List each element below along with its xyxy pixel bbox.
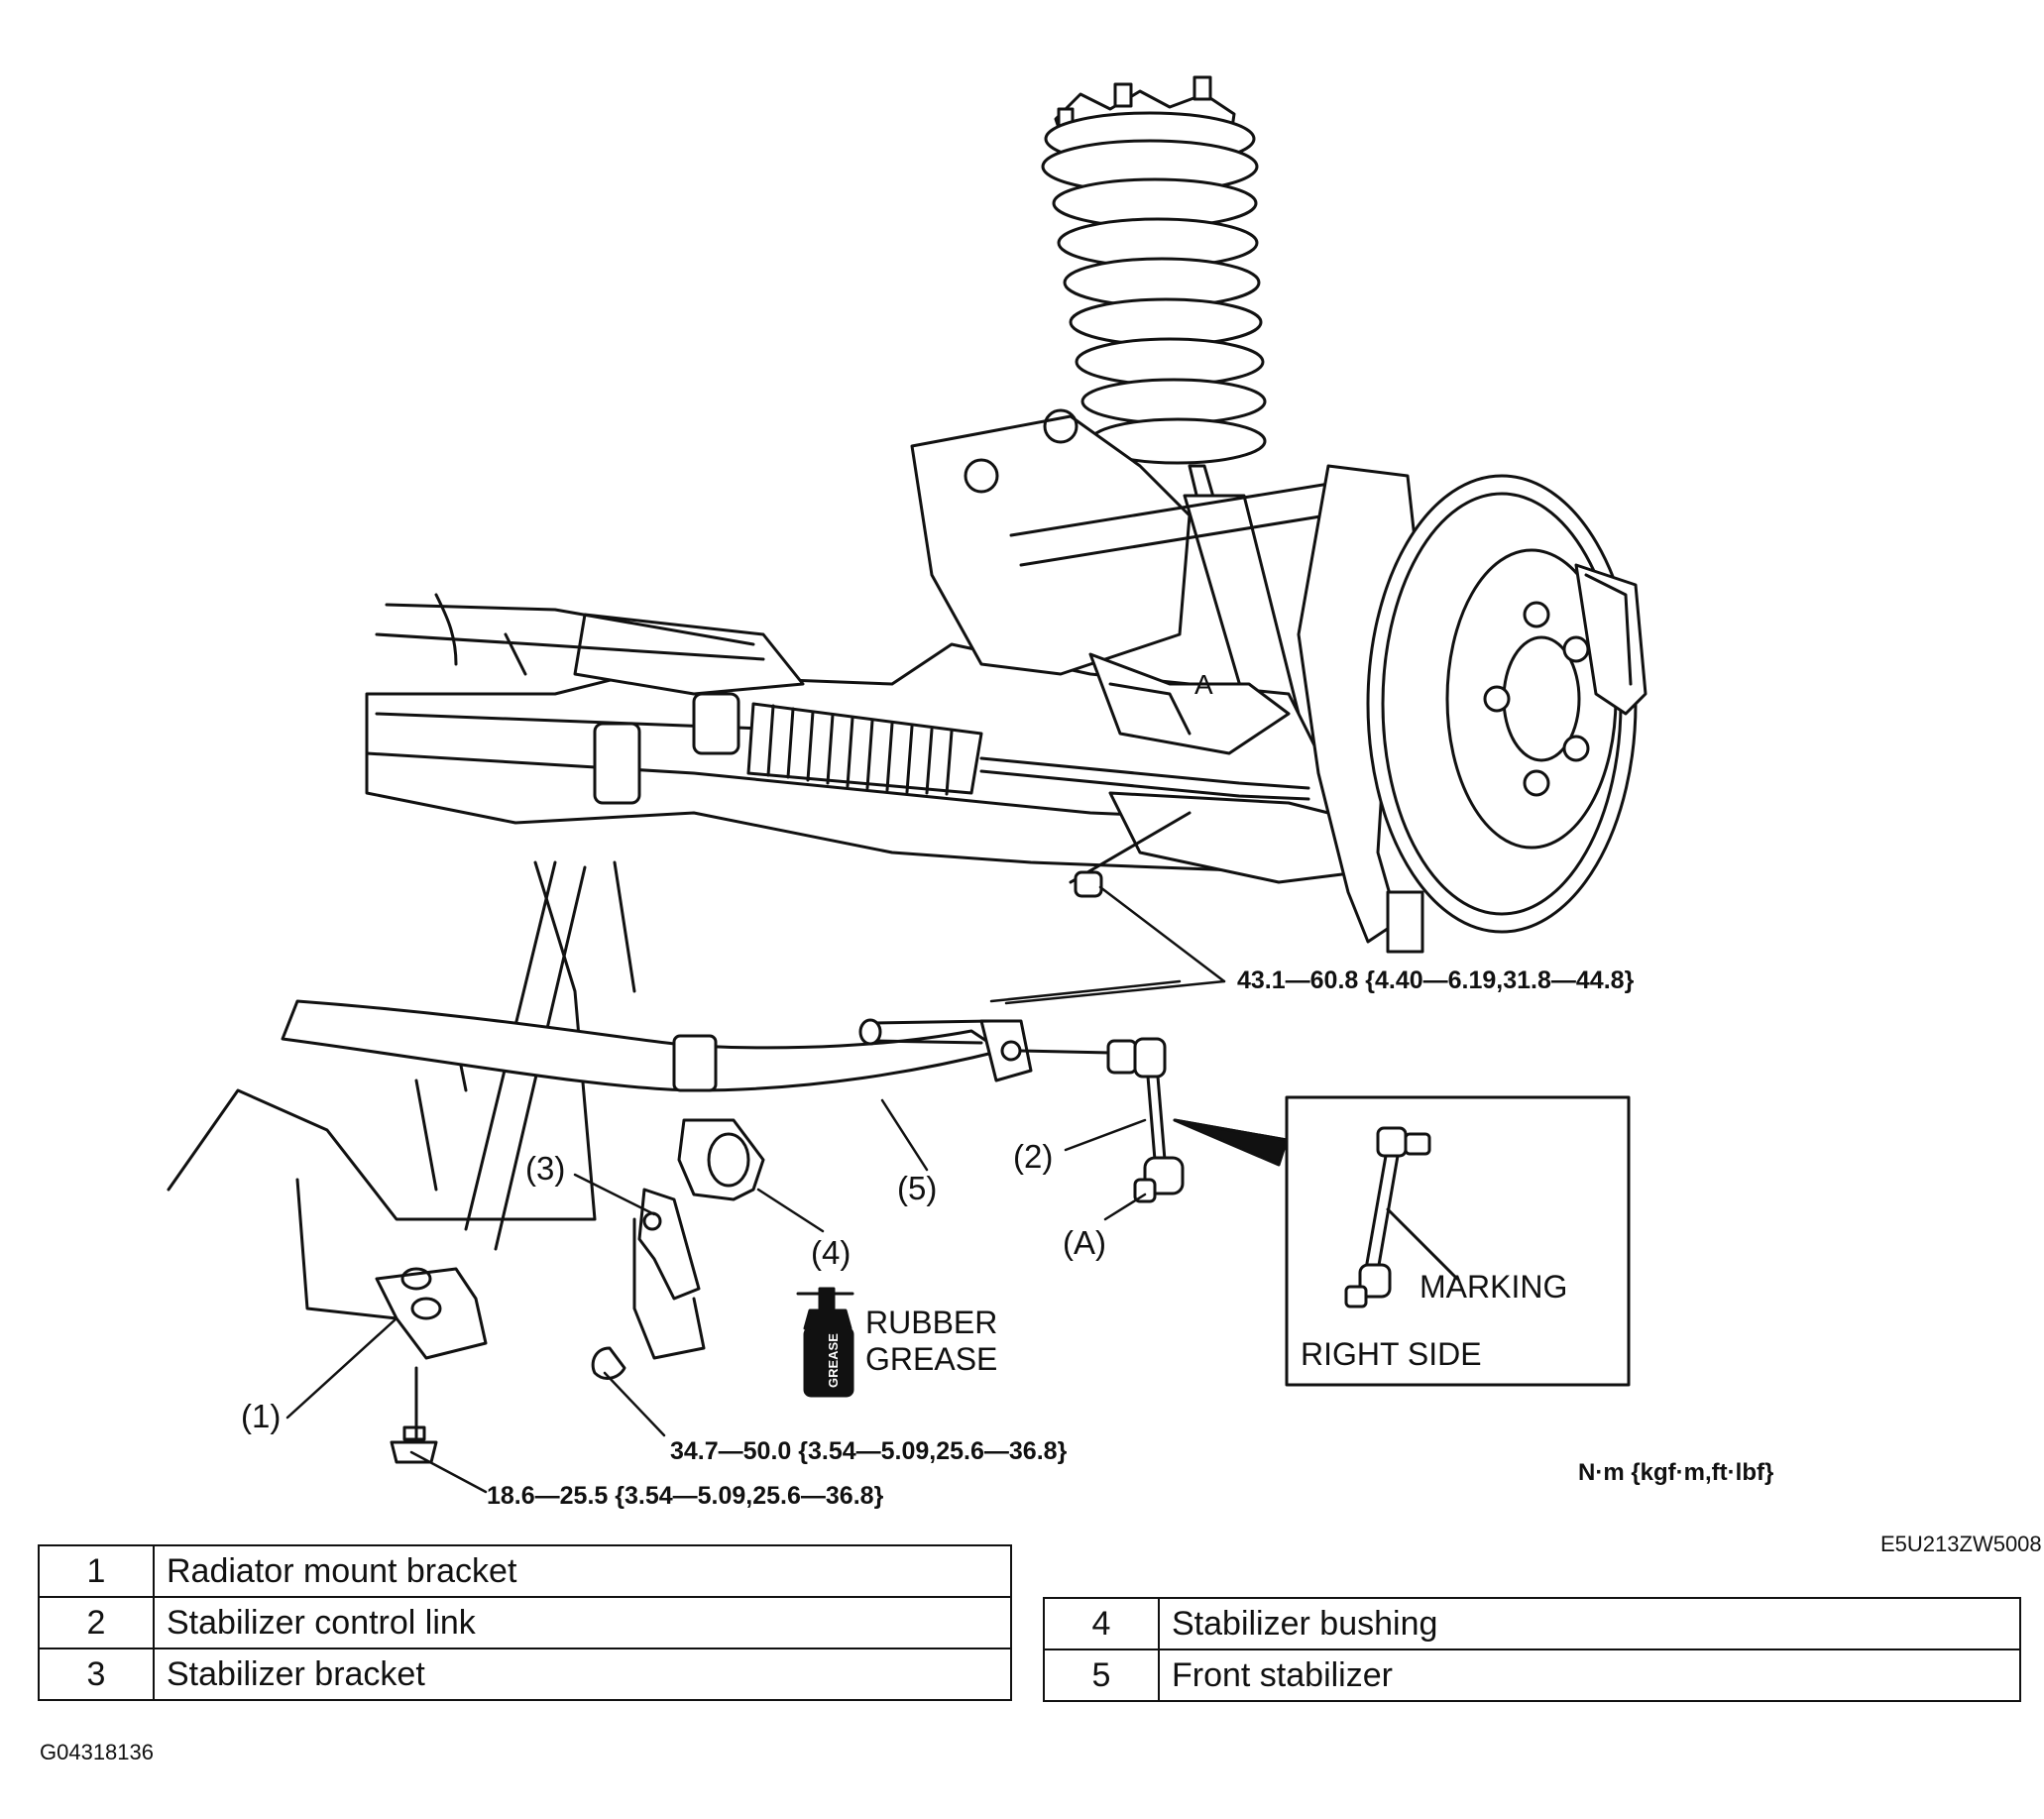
radiator-mount-bracket bbox=[375, 1267, 488, 1464]
callout-a-knuckle: A bbox=[1194, 669, 1213, 700]
part-number: 1 bbox=[38, 1544, 155, 1598]
part-name: Front stabilizer bbox=[1158, 1648, 2021, 1702]
leader-lines bbox=[285, 885, 1226, 1494]
callout-2: (2) bbox=[1013, 1138, 1054, 1175]
stabilizer-control-link bbox=[1019, 1037, 1185, 1203]
parts-table-left: 1 Radiator mount bracket 2 Stabilizer co… bbox=[38, 1544, 1012, 1701]
callout-a-link: (A) bbox=[1063, 1224, 1106, 1261]
torque-link-nut: 43.1—60.8 {4.40—6.19,31.8—44.8} bbox=[1237, 966, 1635, 994]
grease-can-icon: GREASE bbox=[796, 1287, 854, 1398]
front-stabilizer-bar bbox=[281, 999, 1033, 1092]
torque-units: N·m {kgf·m,ft·lbf} bbox=[1578, 1459, 1774, 1486]
right-side-inset bbox=[1173, 1095, 1631, 1387]
rubber-grease-line2: GREASE bbox=[865, 1341, 998, 1377]
table-row: 5 Front stabilizer bbox=[1043, 1648, 2021, 1702]
part-number: 5 bbox=[1043, 1648, 1160, 1702]
callout-3: (3) bbox=[525, 1150, 566, 1187]
grease-can-label: GREASE bbox=[826, 1333, 841, 1388]
link-upper-nut bbox=[1069, 811, 1192, 898]
inset-marking-label: MARKING bbox=[1419, 1269, 1568, 1305]
callout-1: (1) bbox=[241, 1398, 282, 1434]
part-name: Radiator mount bracket bbox=[153, 1544, 1012, 1598]
frame-legs bbox=[167, 860, 636, 1320]
inset-right-side-label: RIGHT SIDE bbox=[1301, 1336, 1482, 1372]
part-name: Stabilizer bushing bbox=[1158, 1597, 2021, 1650]
part-number: 4 bbox=[1043, 1597, 1160, 1650]
part-name: Stabilizer control link bbox=[153, 1596, 1012, 1649]
stabilizer-bushing-bracket bbox=[591, 1118, 765, 1380]
rubber-grease-line1: RUBBER bbox=[865, 1305, 998, 1340]
callout-5: (5) bbox=[897, 1170, 938, 1206]
part-number: 2 bbox=[38, 1596, 155, 1649]
table-row: 2 Stabilizer control link bbox=[38, 1596, 1012, 1649]
table-row: 4 Stabilizer bushing bbox=[1043, 1597, 2021, 1650]
callout-4: (4) bbox=[811, 1234, 852, 1271]
table-row: 1 Radiator mount bracket bbox=[38, 1544, 1012, 1598]
figure-code: E5U213ZW5008 bbox=[1880, 1532, 2042, 1556]
knuckle-rotor-caliper bbox=[1297, 464, 1647, 954]
torque-mount-bolt: 18.6—25.5 {3.54—5.09,25.6—36.8} bbox=[487, 1482, 884, 1510]
parts-table-right: 4 Stabilizer bushing 5 Front stabilizer bbox=[1043, 1597, 2021, 1702]
table-row: 3 Stabilizer bracket bbox=[38, 1648, 1012, 1701]
page-code: G04318136 bbox=[40, 1740, 154, 1764]
coil-spring-strut bbox=[1041, 75, 1301, 736]
part-number: 3 bbox=[38, 1648, 155, 1701]
torque-bracket-nut: 34.7—50.0 {3.54—5.09,25.6—36.8} bbox=[670, 1437, 1068, 1465]
part-name: Stabilizer bracket bbox=[153, 1648, 1012, 1701]
